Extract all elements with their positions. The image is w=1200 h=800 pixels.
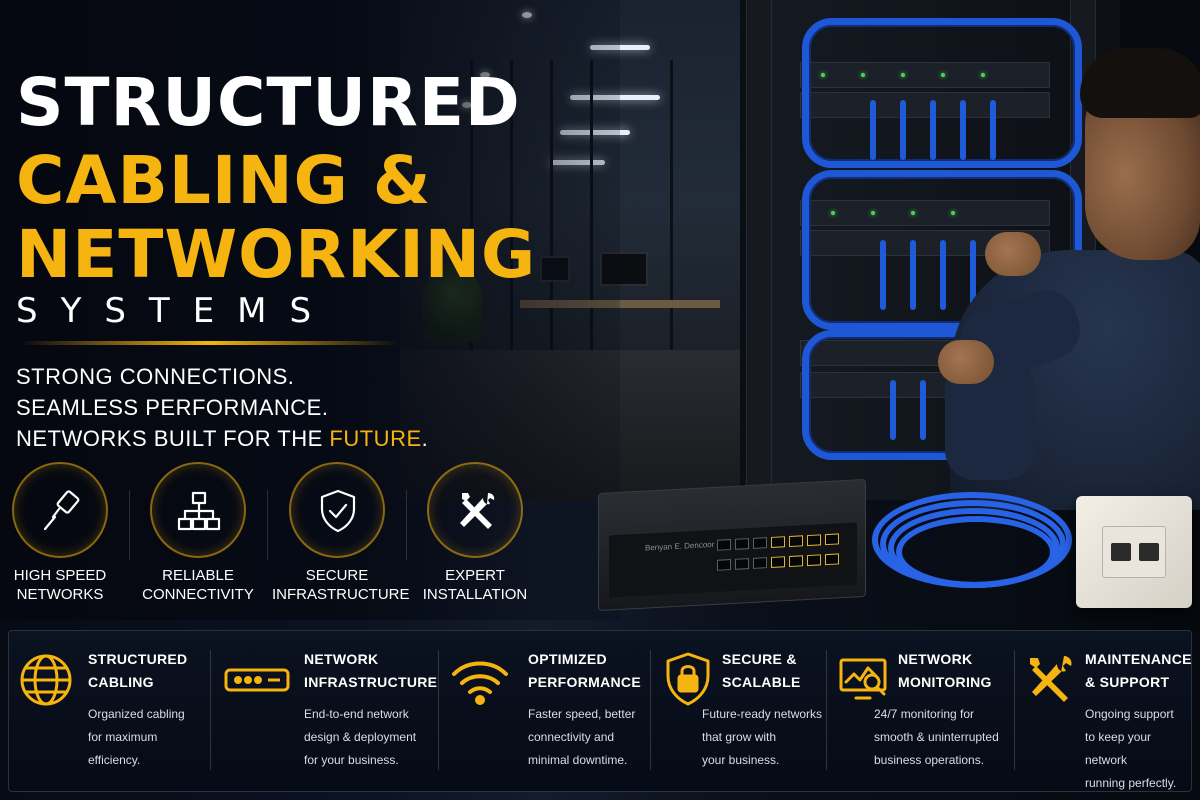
title-subtitle: SYSTEMS (16, 291, 335, 331)
network-topology-icon (177, 491, 221, 531)
tagline-line-2: SEAMLESS PERFORMANCE. (16, 395, 329, 420)
lock-shield-icon (666, 652, 710, 706)
services-band (8, 630, 1192, 792)
title-divider (20, 341, 400, 345)
wall-jack (1076, 496, 1192, 608)
tagline-accent: FUTURE (329, 426, 422, 451)
wifi-icon (452, 661, 508, 705)
title-line-3: NETWORKING (16, 216, 537, 293)
globe-icon (20, 654, 72, 706)
ethernet-plug-icon (43, 490, 80, 531)
shield-check-icon (320, 489, 356, 533)
tools-icon (460, 493, 495, 529)
router-icon (224, 668, 290, 692)
tagline-line-1: STRONG CONNECTIONS. (16, 364, 295, 389)
title-line-1: STRUCTURED (16, 64, 521, 141)
tagline-line-3: NETWORKS BUILT FOR THE FUTURE. (16, 426, 429, 451)
network-switch: Benyan E. Dencoor (598, 478, 866, 612)
title-line-2: CABLING & (16, 142, 432, 219)
wrench-screwdriver-icon (1030, 656, 1072, 702)
monitoring-icon (839, 658, 887, 700)
